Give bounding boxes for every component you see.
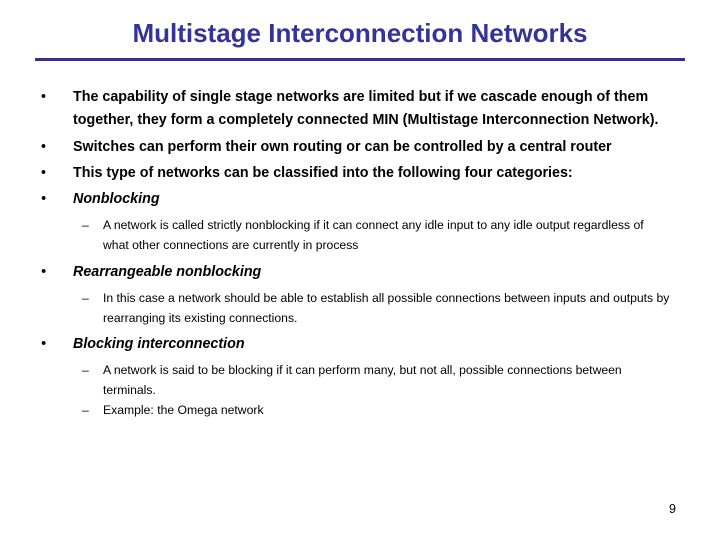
bullet-text: Switches can perform their own routing o… <box>73 138 612 155</box>
bullet-item-category: • Rearrangeable nonblocking <box>0 261 720 284</box>
bullet-text: Rearrangeable nonblocking <box>73 263 262 280</box>
bullet-text: Blocking interconnection <box>73 336 245 353</box>
title-divider <box>35 58 685 61</box>
sub-bullet-text: A network is said to be blocking if it c… <box>103 363 622 398</box>
bullet-marker-icon: • <box>41 336 47 353</box>
sub-bullet-item: – In this case a network should be able … <box>0 289 720 328</box>
bullet-text: The capability of single stage networks … <box>73 89 659 129</box>
dash-marker-icon: – <box>82 218 89 233</box>
bullet-item: • The capability of single stage network… <box>0 86 720 133</box>
bullet-text: Nonblocking <box>73 191 160 208</box>
sub-bullet-item: – A network is said to be blocking if it… <box>0 361 720 400</box>
bullet-item-category: • Blocking interconnection <box>0 333 720 356</box>
bullet-item-category: • Nonblocking <box>0 188 720 211</box>
bullet-text: This type of networks can be classified … <box>73 164 573 181</box>
dash-marker-icon: – <box>82 363 89 378</box>
bullet-item: • Switches can perform their own routing… <box>0 136 720 159</box>
bullet-item: • This type of networks can be classifie… <box>0 162 720 185</box>
sub-bullet-text: Example: the Omega network <box>103 402 264 417</box>
sub-bullet-item: – A network is called strictly nonblocki… <box>0 216 720 255</box>
page-number: 9 <box>669 502 676 516</box>
sub-bullet-item: – Example: the Omega network <box>0 401 720 421</box>
bullet-marker-icon: • <box>41 164 47 181</box>
dash-marker-icon: – <box>82 402 89 417</box>
dash-marker-icon: – <box>82 290 89 305</box>
slide-title-container: Multistage Interconnection Networks <box>0 18 720 48</box>
slide-body: • The capability of single stage network… <box>0 86 720 420</box>
bullet-marker-icon: • <box>41 191 47 208</box>
sub-bullet-text: A network is called strictly nonblocking… <box>103 218 644 253</box>
page-title: Multistage Interconnection Networks <box>132 18 588 48</box>
bullet-marker-icon: • <box>41 89 47 105</box>
sub-bullet-text: In this case a network should be able to… <box>103 290 670 325</box>
bullet-marker-icon: • <box>41 138 47 155</box>
bullet-marker-icon: • <box>41 263 47 280</box>
